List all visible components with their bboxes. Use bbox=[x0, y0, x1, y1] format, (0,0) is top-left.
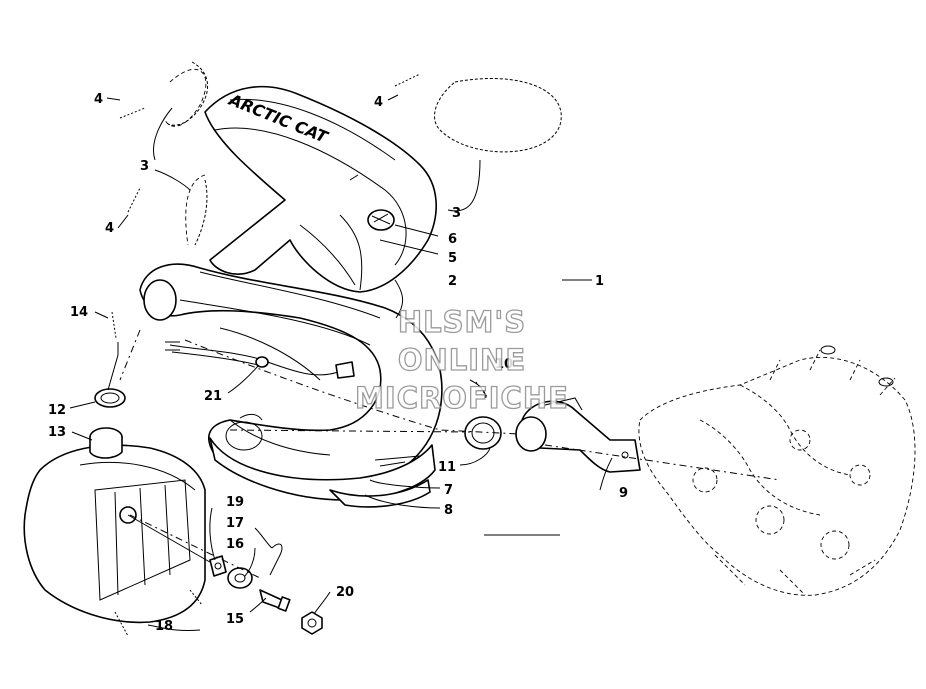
spring-14 bbox=[111, 311, 117, 339]
spring-4-left-bottom bbox=[127, 187, 141, 213]
callout-6: 6 bbox=[448, 232, 457, 247]
bolts-18 bbox=[114, 589, 203, 637]
chain-spring-right-ring bbox=[434, 78, 562, 153]
callout-labels: 1 2 3 3 4 4 4 5 6 7 8 9 10 11 12 13 14 1… bbox=[48, 92, 628, 634]
callout-17: 17 bbox=[226, 516, 244, 531]
temp-sensor-wire bbox=[165, 341, 355, 379]
chain-spring-top-left bbox=[164, 61, 208, 127]
callout-11: 11 bbox=[438, 460, 456, 475]
watermark: HLSM'S ONLINE MICROFICHE bbox=[354, 304, 569, 415]
callout-3-left: 3 bbox=[140, 159, 149, 174]
exhaust-manifold bbox=[515, 397, 641, 473]
callout-9: 9 bbox=[619, 486, 628, 501]
callout-12: 12 bbox=[48, 403, 66, 418]
leader-lines bbox=[69, 94, 613, 631]
callout-4-top: 4 bbox=[374, 95, 383, 110]
washer-19 bbox=[209, 555, 227, 577]
bolt-15 bbox=[259, 589, 291, 612]
callout-2: 2 bbox=[448, 274, 457, 289]
callout-13: 13 bbox=[48, 425, 66, 440]
callout-18: 18 bbox=[155, 619, 173, 634]
expansion-chamber bbox=[139, 263, 443, 486]
callout-1: 1 bbox=[595, 274, 604, 289]
muffler bbox=[23, 427, 216, 624]
callout-10: 10 bbox=[495, 357, 513, 372]
callout-21: 21 bbox=[204, 389, 222, 404]
spring-4-left-top bbox=[119, 107, 146, 119]
heat-shield: ARCTIC CAT bbox=[204, 85, 437, 293]
watermark-line-1: HLSM'S bbox=[398, 305, 526, 339]
nut-20 bbox=[301, 611, 323, 635]
callout-19: 19 bbox=[226, 495, 244, 510]
callout-4-bottom-left: 4 bbox=[105, 221, 114, 236]
callout-14: 14 bbox=[70, 305, 88, 320]
cotter-pin-17 bbox=[269, 543, 283, 576]
gasket-11 bbox=[464, 416, 502, 450]
lower-shield bbox=[209, 437, 436, 508]
callout-3-right: 3 bbox=[452, 206, 461, 221]
callout-5: 5 bbox=[448, 251, 457, 266]
callout-7: 7 bbox=[444, 483, 453, 498]
callout-15: 15 bbox=[226, 612, 244, 627]
watermark-line-2: ONLINE bbox=[398, 343, 526, 377]
chain-spring-mid-left bbox=[185, 174, 208, 246]
callout-4-top-left: 4 bbox=[94, 92, 103, 107]
spring-10 bbox=[475, 381, 489, 399]
gasket-12 bbox=[94, 388, 126, 408]
callout-16: 16 bbox=[226, 537, 244, 552]
callout-20: 20 bbox=[336, 585, 354, 600]
engine-block bbox=[638, 345, 916, 596]
watermark-line-3: MICROFICHE bbox=[355, 381, 569, 415]
spring-4-top bbox=[394, 73, 421, 87]
callout-8: 8 bbox=[444, 503, 453, 518]
